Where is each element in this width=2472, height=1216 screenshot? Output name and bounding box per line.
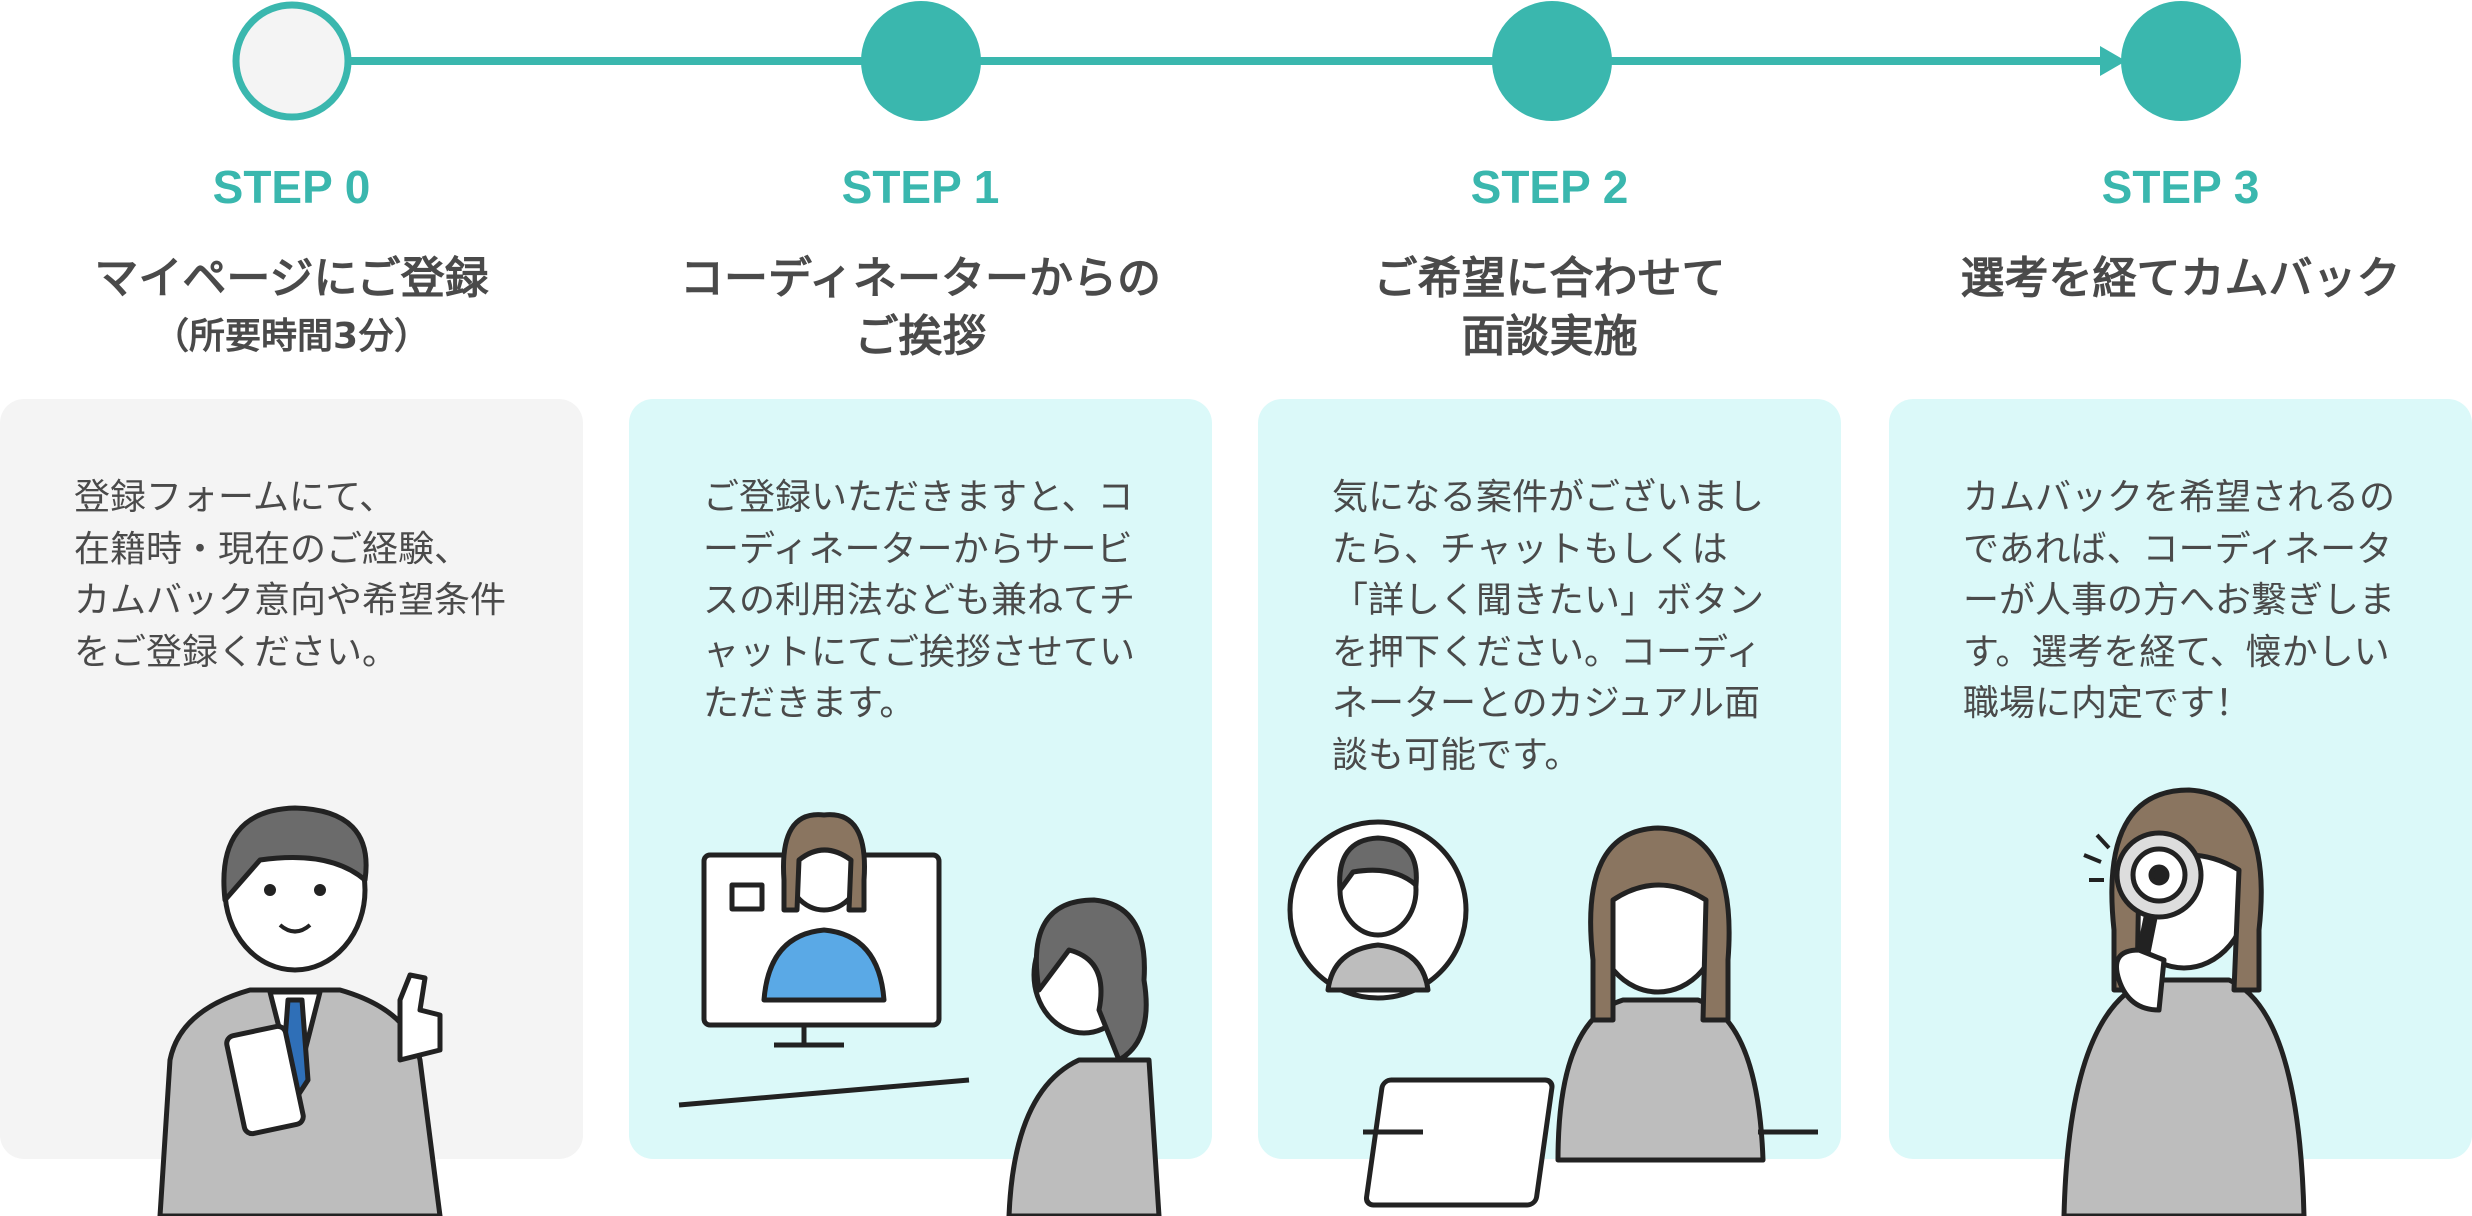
step-description: 気になる案件がございまし たら、チャットもしくは 「詳しく聞きたい」ボタン を押… [1332, 477, 1765, 776]
step-label: STEP 0 [212, 161, 371, 213]
arrow-head-icon [2100, 46, 2126, 76]
step-2-marker [1492, 1, 1612, 121]
step-description: ご登録いただきますと、コ ーディネーターからサービ スの利用法なども兼ねてチ ャ… [703, 477, 1136, 724]
step-label: STEP 1 [841, 161, 1000, 213]
step-description: カムバックを希望されるの であれば、コーディネータ ーが人事の方へお繋ぎしま す… [1963, 477, 2396, 724]
step-title: コーディネーターからのご挨拶 [629, 250, 1212, 366]
title-line: ご挨拶 [854, 311, 987, 362]
step-3-marker [2121, 1, 2241, 121]
title-line: 選考を経てカムバック [1960, 253, 2401, 304]
magnifying-glass-illustration [2061, 787, 2307, 1216]
step-title: 選考を経てカムバック [1889, 250, 2472, 308]
step-1-column: STEP 1 コーディネーターからのご挨拶 ご登録いただきますと、コ ーディネー… [629, 0, 1212, 1216]
title-line: マイページにご登録 [94, 253, 489, 304]
title-line: コーディネーターからの [680, 253, 1161, 304]
online-interview-illustration [1287, 819, 1818, 1208]
title-subtitle: （所要時間3分） [152, 316, 431, 357]
step-description: 登録フォームにて、 在籍時・現在のご経験、 カムバック意向や希望条件 をご登録く… [74, 477, 507, 673]
step-2-column: STEP 2 ご希望に合わせて面談実施 気になる案件がございまし たら、チャット… [1258, 0, 1841, 1216]
step-title: マイページにご登録 （所要時間3分） [0, 250, 583, 366]
step-label: STEP 2 [1470, 161, 1629, 213]
step-label: STEP 3 [2101, 161, 2260, 213]
video-call-illustration [678, 812, 1162, 1216]
step-card [1258, 399, 1841, 1159]
step-timeline [232, 1, 2241, 121]
title-line: 面談実施 [1461, 311, 1638, 362]
step-title: ご希望に合わせて面談実施 [1258, 250, 1841, 366]
step-0-marker [232, 1, 352, 121]
step-1-marker [861, 1, 981, 121]
step-0-column: STEP 0 マイページにご登録 （所要時間3分） 登録フォームにて、 在籍時・現… [0, 0, 583, 1216]
step-3-column: STEP 3 選考を経てカムバック カムバックを希望されるの であれば、コーディ… [1889, 0, 2472, 1216]
title-line: ご希望に合わせて [1373, 253, 1726, 304]
man-pointing-illustration [157, 805, 443, 1216]
